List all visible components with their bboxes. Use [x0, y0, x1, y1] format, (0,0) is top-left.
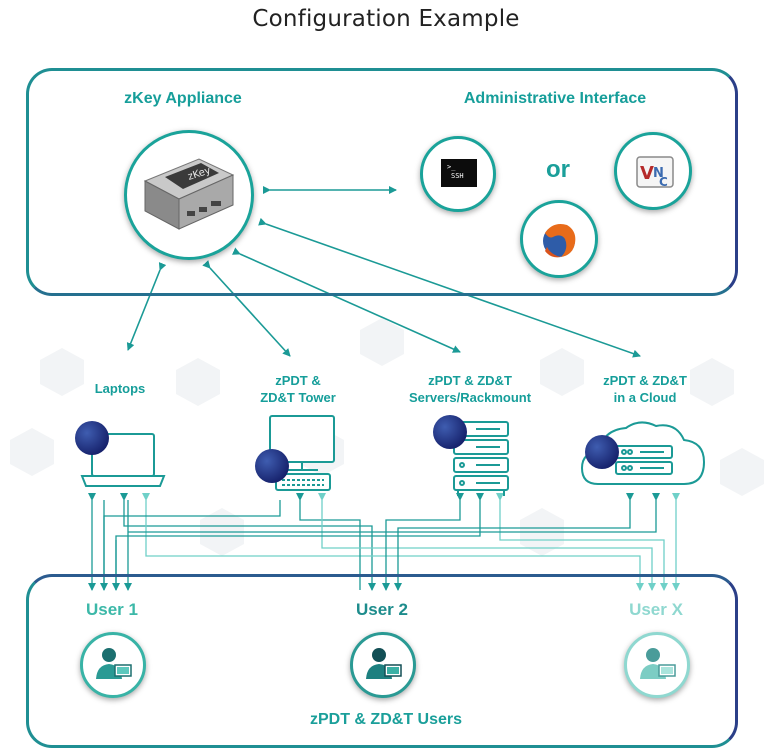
or-label: or — [546, 156, 570, 183]
appliance-label: zKey Appliance — [124, 90, 242, 107]
device-label-tower: zPDT &ZD&T Tower — [260, 373, 336, 405]
user-1-avatar-icon — [80, 632, 146, 698]
device-label-laptops: Laptops — [94, 381, 146, 396]
user-2-avatar-icon — [350, 632, 416, 698]
zkey-appliance-icon: zKey — [124, 130, 254, 260]
diagram-title: Configuration Example — [252, 6, 520, 32]
appliance-device-links — [126, 217, 641, 358]
user-x-label: User X — [629, 600, 683, 619]
firefox-browser-icon — [520, 200, 598, 278]
ssh-terminal-icon: >_ SSH — [420, 136, 496, 212]
user-x-avatar-icon — [624, 632, 690, 698]
device-user-links — [88, 493, 680, 591]
users-caption: zPDT & ZD&T Users — [309, 711, 463, 728]
svg-text:N: N — [653, 166, 664, 181]
appliance-admin-panel — [26, 68, 738, 296]
vnc-viewer-icon: V N C — [614, 132, 692, 210]
user-2-label: User 2 — [356, 600, 408, 619]
user-1-label: User 1 — [86, 600, 138, 619]
svg-text:V: V — [640, 163, 654, 184]
users-panel — [26, 574, 738, 748]
admin-interface-label: Administrative Interface — [463, 90, 647, 107]
svg-text:C: C — [659, 175, 668, 189]
